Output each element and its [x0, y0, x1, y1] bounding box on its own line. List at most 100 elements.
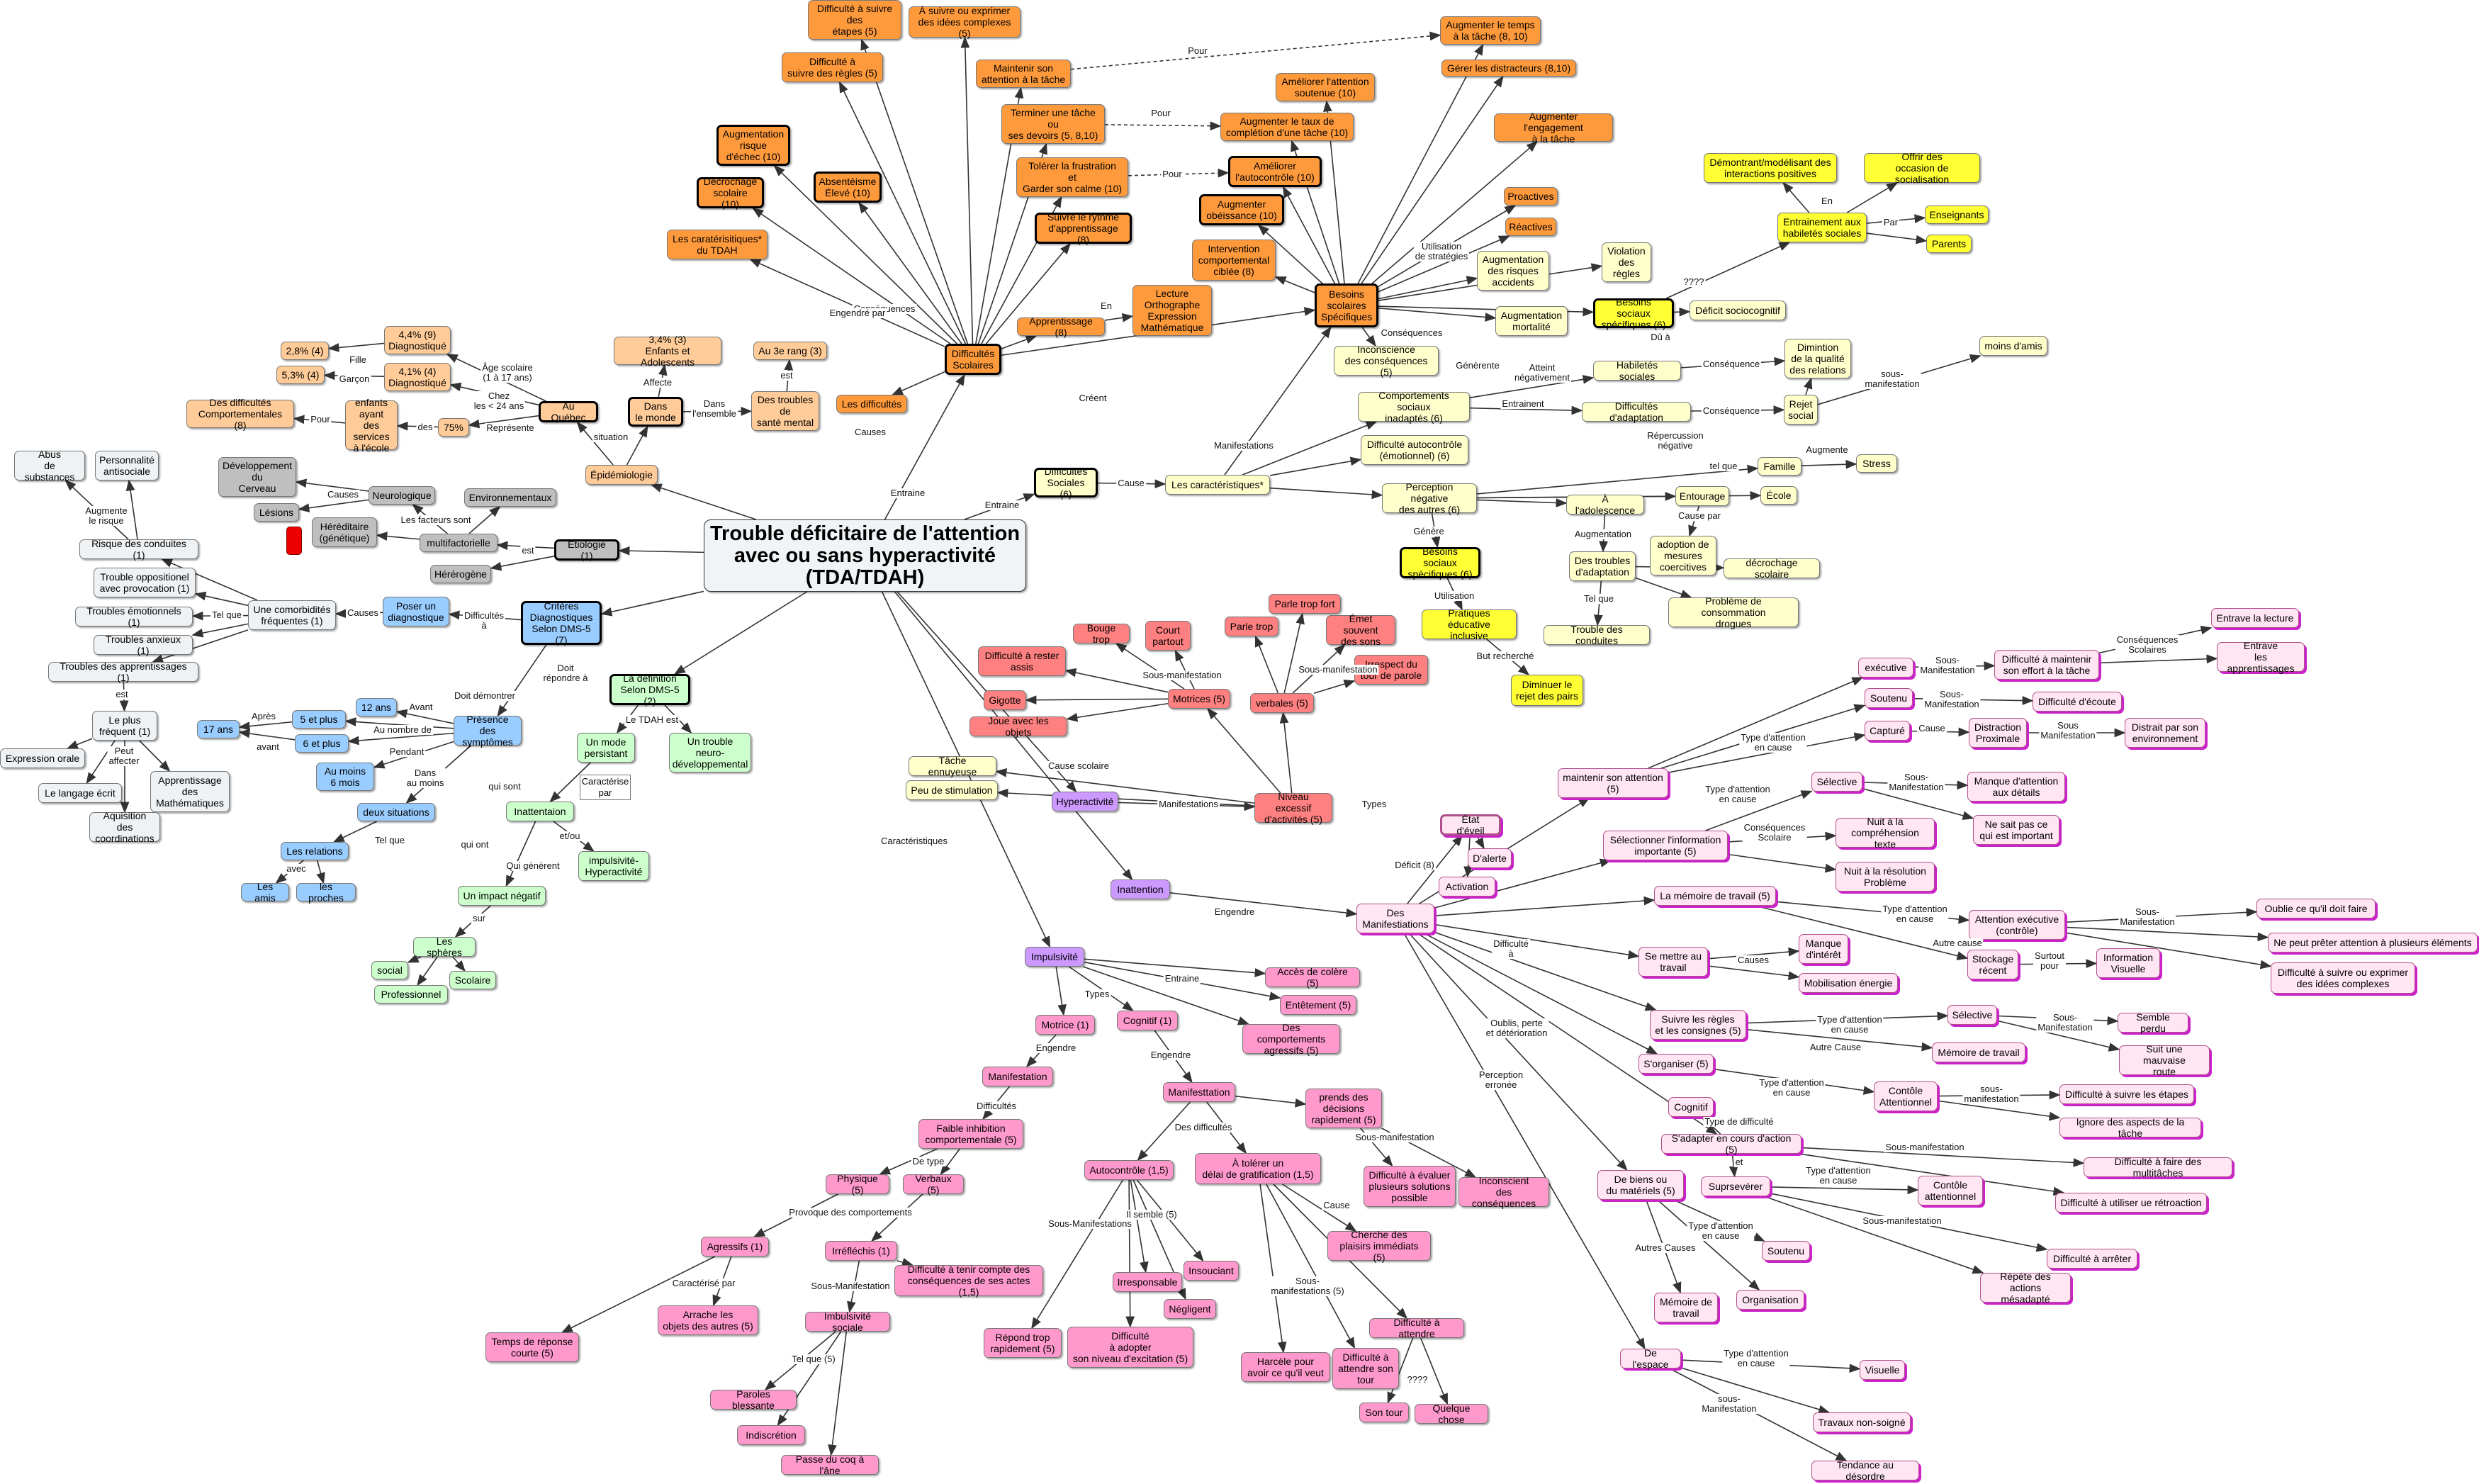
concept-node[interactable]: Difficulté à rester assis [978, 646, 1066, 676]
concept-node[interactable]: Les difficultés [836, 395, 907, 413]
concept-node[interactable]: À tolérer un délai de gratification (1,5… [1195, 1153, 1321, 1184]
concept-node[interactable]: Dans le monde [628, 397, 683, 427]
concept-node[interactable]: Habiletés sociales [1593, 359, 1681, 382]
concept-node[interactable]: Entourage [1675, 486, 1729, 506]
concept-node[interactable]: Augmentation des risques accidents [1477, 251, 1549, 291]
concept-node[interactable]: Son tour [1359, 1403, 1409, 1422]
concept-node[interactable]: Maintenir son attention à la tâche [976, 60, 1071, 88]
concept-node[interactable]: Activation [1439, 877, 1495, 896]
concept-node[interactable]: Nuit à la compréhension texte [1836, 816, 1935, 850]
concept-node[interactable]: Personnalité antisociale [95, 451, 159, 480]
concept-node[interactable]: Mémoire de travail [1654, 1293, 1718, 1322]
concept-node[interactable]: Difficulté à suivre des étapes (5) [808, 0, 901, 40]
concept-node[interactable]: Oublie ce qu'il doit faire [2256, 899, 2376, 918]
concept-node[interactable]: Suivre le rythme d'apprentissage (8) [1035, 211, 1132, 245]
concept-node[interactable]: Suprsevérer [1701, 1176, 1770, 1196]
concept-node[interactable]: Troubles émotionnels (1) [75, 605, 193, 628]
concept-node[interactable]: Les amis [241, 881, 289, 904]
concept-node[interactable]: La mémoire de travail (5) [1654, 886, 1776, 906]
concept-node[interactable]: Absentéisme Élevé (10) [814, 172, 882, 203]
concept-node[interactable]: Difficultés Sociales (6) [1034, 466, 1098, 500]
concept-node[interactable]: Parle trop fort [1269, 594, 1341, 614]
concept-node[interactable]: Difficulté à évaluer plusieurs solutions… [1364, 1166, 1456, 1207]
concept-node[interactable]: Besoins scolaires Spécifiques [1315, 283, 1378, 327]
concept-node[interactable]: Difficultés d'adaptation [1582, 400, 1691, 423]
concept-node[interactable]: Faible inhibition comportementale (5) [918, 1119, 1023, 1149]
concept-node[interactable]: Travaux non-soigné [1813, 1412, 1911, 1432]
concept-node[interactable]: Poser un diagnostique [383, 597, 449, 626]
concept-node[interactable]: Troubles anxieux (1) [94, 634, 193, 656]
concept-node[interactable]: Augmenter obéissance (10) [1199, 194, 1284, 225]
concept-node[interactable]: Réactives [1505, 218, 1556, 236]
concept-node[interactable]: Imbulsivité sociale [805, 1310, 890, 1333]
concept-node[interactable]: Visuelle [1860, 1360, 1905, 1380]
concept-node[interactable]: Semble perdu [2118, 1011, 2188, 1034]
concept-node[interactable]: Attention exécutive (contrôle) [1969, 910, 2065, 940]
concept-node[interactable]: Inconscience des conséquences (5) [1334, 344, 1439, 378]
concept-node[interactable]: Négligent [1164, 1299, 1216, 1319]
concept-node[interactable]: Inattentaion [506, 802, 574, 821]
concept-node[interactable]: Entrainement aux habiletés sociales [1777, 213, 1867, 242]
concept-node[interactable]: Difficulté à utiliser ue rétroaction [2055, 1193, 2207, 1213]
concept-node[interactable]: décrochage scolaire [1724, 557, 1820, 580]
concept-node[interactable]: Violation des règles [1602, 242, 1651, 282]
concept-node[interactable]: Des comportements agressifs (5) [1242, 1022, 1340, 1056]
concept-node[interactable]: moins d'amis [1979, 336, 2047, 356]
concept-node[interactable]: Tâche ennuyeuse [909, 755, 996, 777]
concept-node[interactable]: Lecture Orthographe Expression Mathémati… [1132, 285, 1212, 336]
concept-node[interactable]: impulsivité- Hyperactivité [578, 851, 649, 881]
concept-node[interactable]: Offrir des occasion de socialisation [1864, 151, 1980, 185]
concept-node[interactable]: Difficultés Scolaires [945, 344, 1001, 375]
concept-node[interactable]: Présence des symptômes [454, 714, 522, 748]
concept-node[interactable]: Soutenu [1762, 1241, 1810, 1261]
concept-node[interactable]: Risque des conduites (1) [79, 538, 198, 561]
concept-node[interactable]: Difficulté à suivre les étapes [2059, 1084, 2194, 1104]
concept-node[interactable]: Difficulté à suivre des règles (5) [782, 52, 883, 82]
concept-node[interactable]: Suivre les règles et les consignes (5) [1650, 1010, 1746, 1040]
concept-node[interactable]: De l'espace [1620, 1347, 1681, 1370]
concept-node[interactable]: État d'éveil [1440, 814, 1501, 836]
concept-node[interactable]: Motrice (1) [1035, 1015, 1095, 1035]
concept-node[interactable]: Autocontrôle (1,5) [1084, 1160, 1174, 1180]
concept-node[interactable]: S'organiser (5) [1638, 1054, 1714, 1074]
concept-node[interactable]: Difficulté à attendre son tour [1332, 1348, 1399, 1389]
concept-node[interactable]: Joue avec les objets [969, 715, 1067, 738]
concept-node[interactable]: Une comorbidités fréquentes (1) [248, 600, 336, 630]
concept-node[interactable]: social [371, 961, 408, 979]
concept-node[interactable]: Stockage récent [1967, 950, 2018, 979]
concept-node[interactable]: Se mettre au travail [1638, 947, 1708, 977]
concept-node[interactable]: Développement du Cerveau [218, 457, 296, 497]
concept-node[interactable]: Un impact négatif [458, 886, 546, 906]
concept-node[interactable]: Contôle Attentionnel [1874, 1081, 1938, 1111]
concept-node[interactable]: Stress [1856, 454, 1897, 473]
concept-node[interactable]: Tolérer la frustration et Garder son cal… [1016, 157, 1128, 197]
concept-node[interactable]: Comportements sociaux inadaptés (6) [1358, 390, 1470, 424]
concept-node[interactable]: Peu de stimulation [906, 780, 998, 800]
concept-node[interactable]: Distrait par son environnement [2125, 718, 2205, 748]
concept-node[interactable]: enfants ayant des services à l'école [345, 397, 398, 454]
concept-node[interactable]: 5 et plus [292, 710, 346, 729]
concept-node[interactable]: D'alerte [1468, 848, 1512, 868]
concept-node[interactable]: Manifestation [982, 1067, 1053, 1086]
concept-node[interactable]: les proches [296, 881, 356, 904]
concept-node[interactable]: Diminuer le rejet des pairs [1511, 675, 1583, 706]
concept-node[interactable]: Cognitif [1668, 1097, 1714, 1117]
concept-node[interactable]: Les relations [281, 842, 349, 860]
concept-node[interactable]: Sélective [1811, 772, 1862, 792]
concept-node[interactable]: 5,3% (4) [276, 366, 325, 384]
concept-node[interactable]: Problème de consommation drogues [1668, 595, 1799, 629]
concept-node[interactable]: Besoins sociaux spécifiques (6) [1593, 296, 1674, 330]
concept-node[interactable]: Ne peut prêter attention à plusieurs élé… [2268, 933, 2478, 952]
concept-node[interactable]: La définition Selon DMS-5 (2) [609, 673, 690, 707]
concept-node[interactable]: Environnementaux [464, 488, 556, 507]
concept-node[interactable]: Parents [1926, 235, 1972, 253]
concept-node[interactable]: Troubles des apprentissages (1) [48, 661, 198, 683]
concept-node[interactable]: 3,4% (3) Enfants et Adolescents [614, 334, 721, 368]
concept-node[interactable]: Augmenter le taux de complétion d'une tâ… [1220, 113, 1354, 141]
concept-node[interactable]: Ignore des aspects de la tâche [2059, 1116, 2201, 1139]
concept-node[interactable]: Les sphères [413, 935, 476, 958]
concept-node[interactable]: Apprentissage (8) [1017, 315, 1105, 338]
concept-node[interactable]: Difficulté autocontrôle (émotionnel) (6) [1361, 435, 1468, 465]
concept-node[interactable]: Au moins 6 mois [316, 763, 374, 791]
concept-node[interactable]: 12 ans [356, 698, 397, 716]
